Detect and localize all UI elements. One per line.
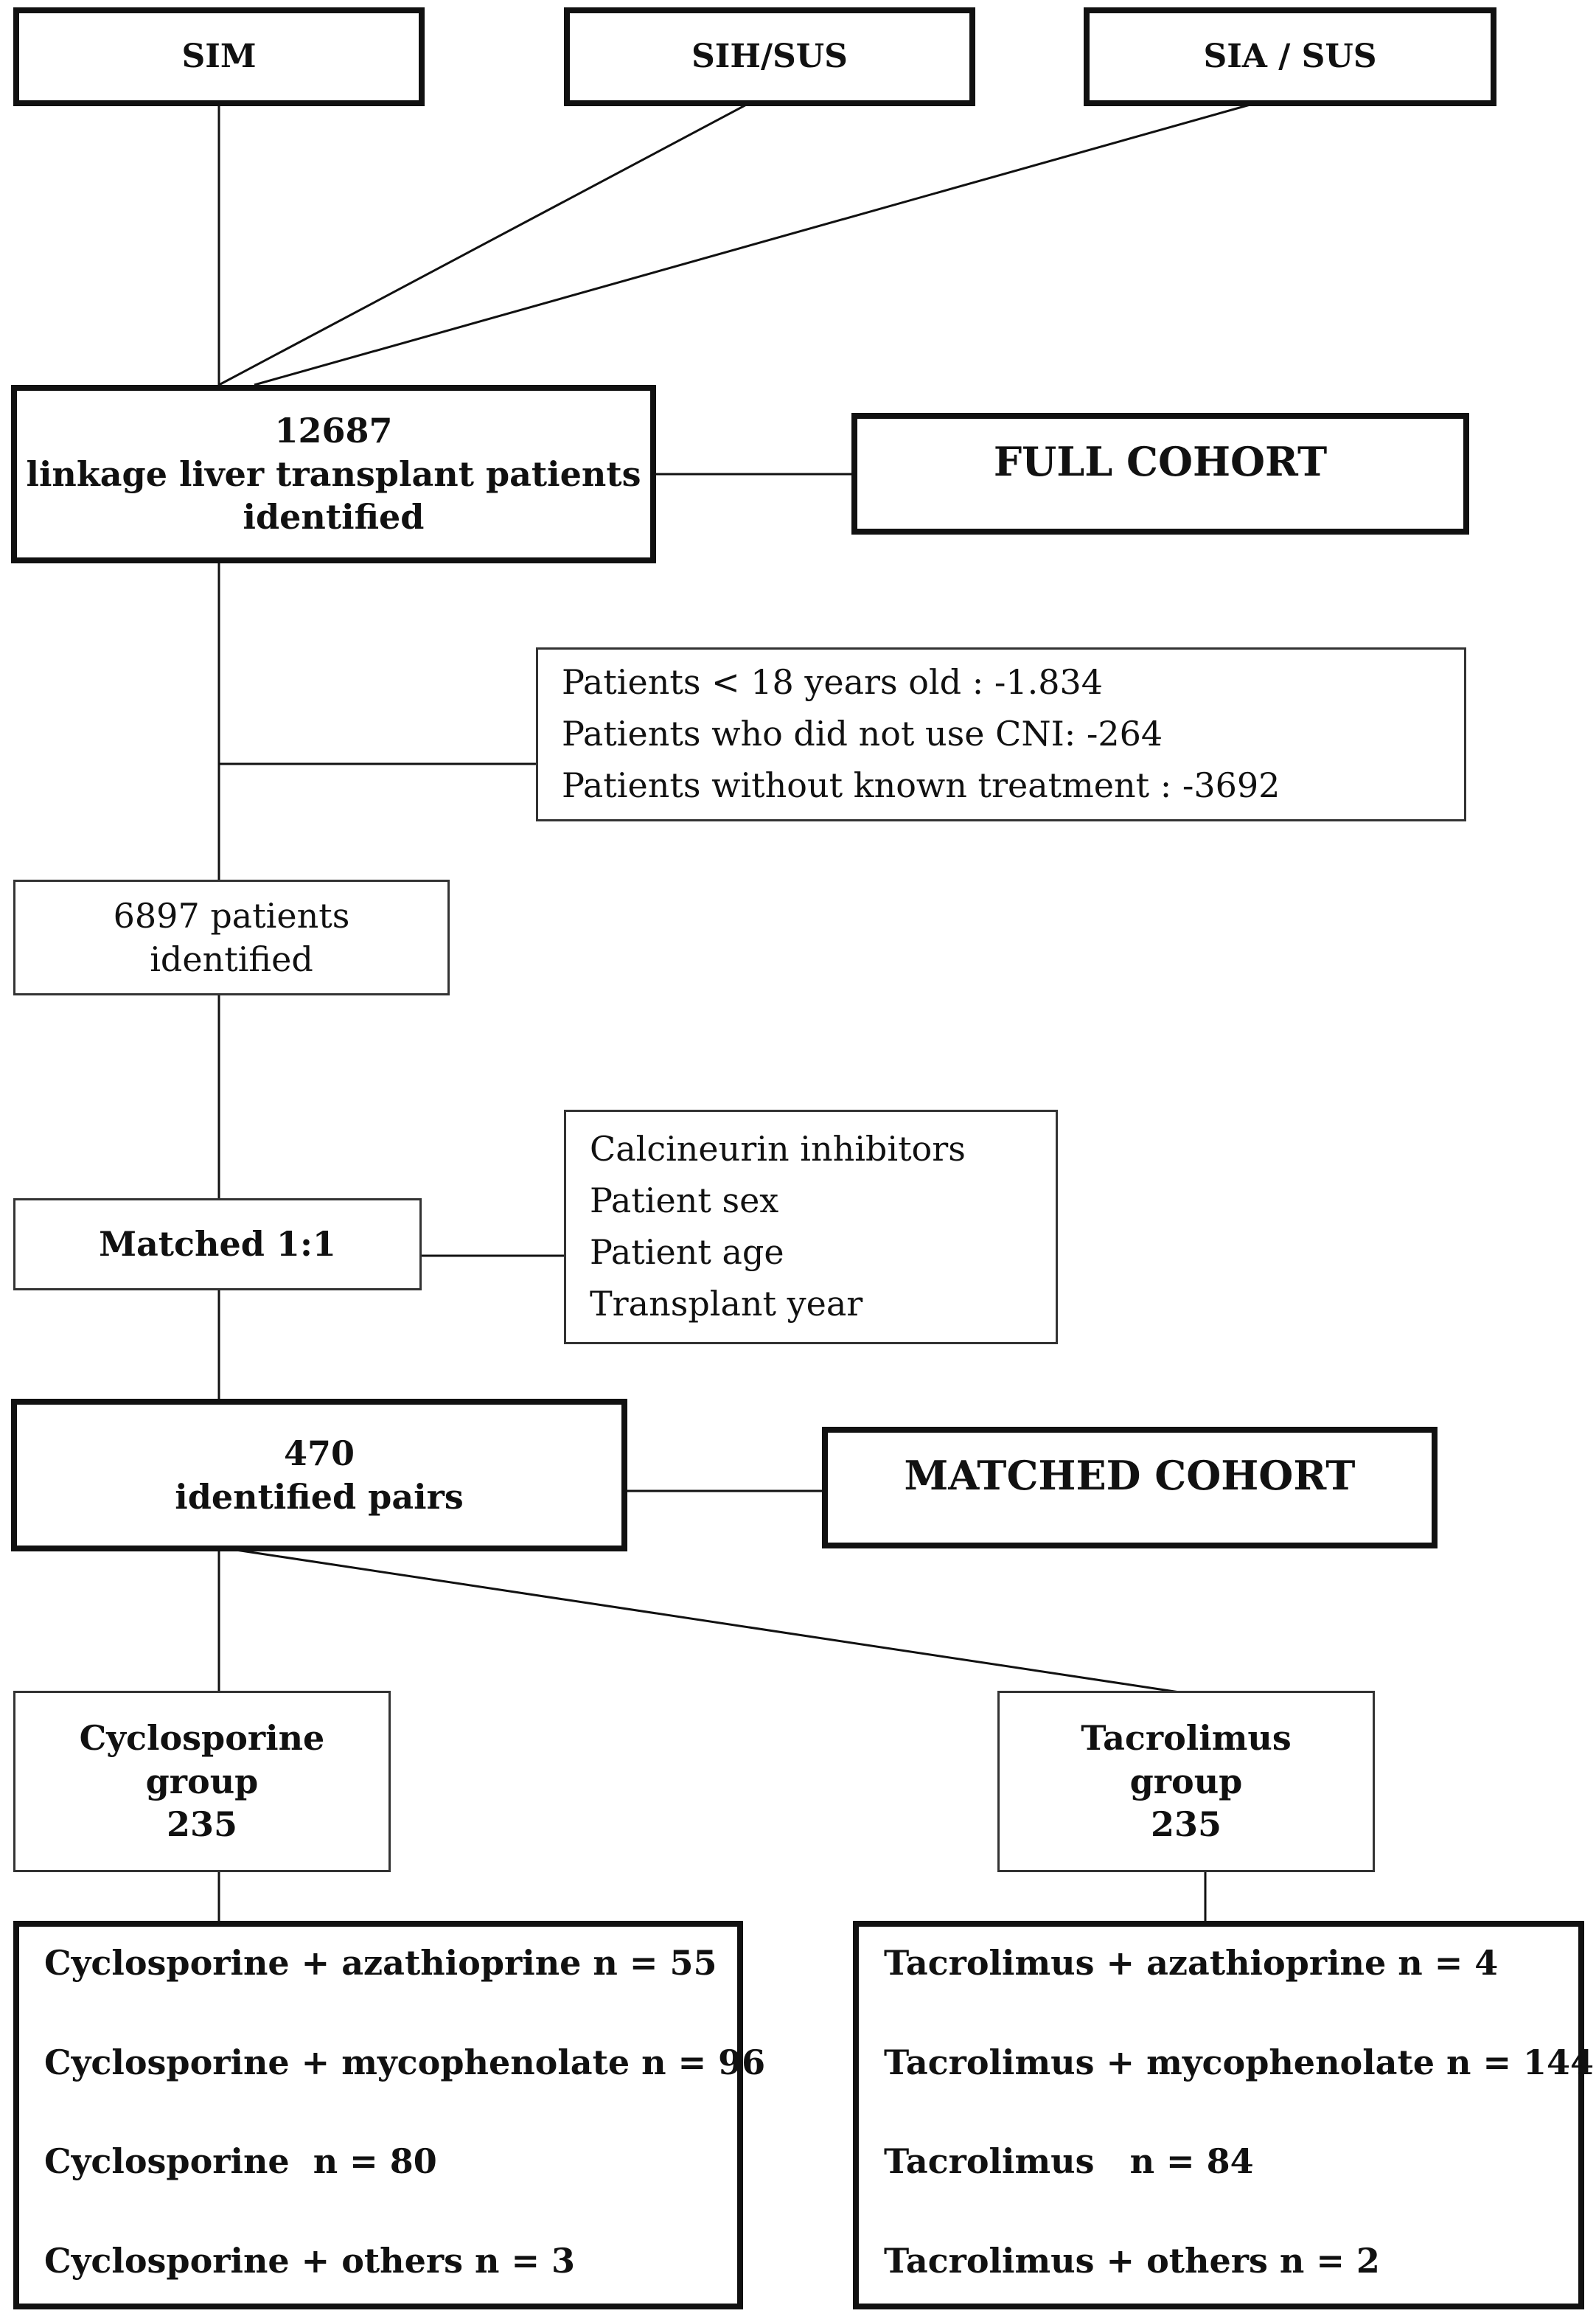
tacrolimus-group-box: Tacrolimus group 235 bbox=[997, 1691, 1375, 1872]
identified-patients-box: 6897 patients identified bbox=[13, 880, 450, 995]
cyclosporine-group-count: 235 bbox=[166, 1804, 238, 1845]
cyclosporine-group-box: Cyclosporine group 235 bbox=[13, 1691, 391, 1872]
tacrolimus-treatment: Tacrolimus + others n = 2 bbox=[884, 2241, 1380, 2281]
identified-count: 6897 patients bbox=[113, 895, 350, 936]
matched-cohort-label-box: MATCHED COHORT bbox=[822, 1427, 1438, 1548]
exclusion-criteria-box: Patients < 18 years old : -1.834 Patient… bbox=[536, 647, 1466, 821]
source-label-sih-sus: SIH/SUS bbox=[691, 37, 848, 75]
source-box-sim: SIM bbox=[13, 7, 425, 106]
exclusion-item: Patients without known treatment : -3692 bbox=[562, 765, 1280, 805]
source-box-sih-sus: SIH/SUS bbox=[564, 7, 975, 106]
full-cohort-label: FULL COHORT bbox=[993, 438, 1328, 485]
matching-criterion: Patient sex bbox=[590, 1181, 779, 1221]
identified-label: identified bbox=[150, 939, 313, 979]
cyclosporine-treatments-box: Cyclosporine + azathioprine n = 55 Cyclo… bbox=[13, 1921, 765, 2309]
cyclosporine-treatment: Cyclosporine + others n = 3 bbox=[44, 2241, 576, 2281]
connector-pairs-to-tacrolimus bbox=[235, 1548, 1180, 1694]
tacrolimus-treatments-box: Tacrolimus + azathioprine n = 4 Tacrolim… bbox=[853, 1921, 1594, 2309]
cyclosporine-treatment: Cyclosporine n = 80 bbox=[44, 2141, 437, 2182]
matched-box: Matched 1:1 bbox=[13, 1198, 422, 1290]
full-cohort-label-box: FULL COHORT bbox=[851, 413, 1469, 535]
tacrolimus-group-word: group bbox=[1129, 1761, 1243, 1801]
full-count: 12687 bbox=[274, 410, 393, 451]
connector-sih-to-full bbox=[218, 100, 753, 386]
pairs-label: identified pairs bbox=[175, 1476, 464, 1517]
matched-label: Matched 1:1 bbox=[99, 1224, 336, 1265]
matching-criteria-box: Calcineurin inhibitors Patient sex Patie… bbox=[564, 1110, 1058, 1344]
matching-criterion: Patient age bbox=[590, 1232, 784, 1272]
source-label-sia-sus: SIA / SUS bbox=[1203, 37, 1377, 75]
matching-criterion: Transplant year bbox=[590, 1283, 863, 1324]
full-linkage-box: 12687 linkage liver transplant patients … bbox=[11, 385, 656, 563]
tacrolimus-treatment: Tacrolimus n = 84 bbox=[884, 2141, 1254, 2182]
cyclosporine-treatment: Cyclosporine + mycophenolate n = 96 bbox=[44, 2042, 766, 2082]
source-box-sia-sus: SIA / SUS bbox=[1084, 7, 1496, 106]
identified-pairs-box: 470 identified pairs bbox=[11, 1399, 627, 1551]
full-identified: identified bbox=[243, 497, 425, 538]
cyclosporine-treatment: Cyclosporine + azathioprine n = 55 bbox=[44, 1943, 717, 1983]
tacrolimus-treatment: Tacrolimus + azathioprine n = 4 bbox=[884, 1943, 1499, 1983]
pairs-count: 470 bbox=[283, 1433, 355, 1473]
full-description: linkage liver transplant patients bbox=[26, 453, 641, 494]
matched-cohort-label: MATCHED COHORT bbox=[904, 1452, 1356, 1499]
tacrolimus-treatment: Tacrolimus + mycophenolate n = 144 bbox=[884, 2042, 1595, 2082]
connector-sia-to-full bbox=[254, 100, 1261, 386]
cyclosporine-group-name: Cyclosporine bbox=[79, 1717, 325, 1758]
source-label-sim: SIM bbox=[181, 37, 257, 75]
tacrolimus-group-name: Tacrolimus bbox=[1081, 1717, 1292, 1758]
cyclosporine-group-word: group bbox=[145, 1761, 259, 1801]
tacrolimus-group-count: 235 bbox=[1150, 1804, 1222, 1845]
exclusion-item: Patients < 18 years old : -1.834 bbox=[562, 662, 1104, 703]
matching-criterion: Calcineurin inhibitors bbox=[590, 1129, 966, 1169]
exclusion-item: Patients who did not use CNI: -264 bbox=[562, 714, 1163, 754]
